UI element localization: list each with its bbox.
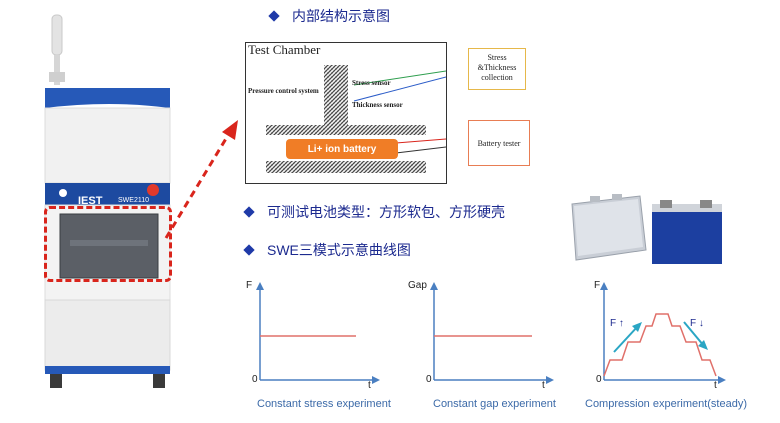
diamond-bullet-icon (243, 206, 255, 218)
graph-constant-stress: F 0 t (244, 280, 384, 391)
heading-internal-structure: 内部结构示意图 (268, 6, 390, 26)
press-plate (266, 125, 426, 135)
model-label: SWE2110 (118, 197, 149, 204)
collection-box: Stress &Thickness collection (468, 48, 526, 90)
graph3-xlabel: t (714, 380, 717, 391)
graph2-xlabel: t (542, 380, 545, 391)
caption-constant-stress: Constant stress experiment (257, 398, 391, 410)
graph1-xlabel: t (368, 380, 371, 391)
chamber-schematic: Test Chamber Pressure control system Str… (245, 42, 447, 184)
caption-compression: Compression experiment(steady) (585, 398, 748, 410)
heading-three-modes: SWE三模式示意曲线图 (243, 240, 411, 260)
heading-text: 可测试电池类型：方形软包、方形硬壳 (267, 204, 505, 220)
diamond-bullet-icon (268, 10, 280, 22)
graph2-origin: 0 (426, 374, 432, 385)
caption-constant-gap: Constant gap experiment (433, 398, 556, 410)
force-up-label: F ↑ (610, 318, 624, 329)
heading-text: 内部结构示意图 (292, 8, 390, 24)
thickness-sensor-label: Thickness sensor (352, 101, 403, 109)
brand-logo: IEST (78, 195, 103, 207)
press-rod (324, 65, 348, 125)
pressure-label: Pressure control system (248, 87, 319, 95)
pointer-arrow (164, 120, 238, 239)
base-plate (266, 161, 426, 173)
prismatic-cell-image (650, 198, 726, 266)
diamond-bullet-icon (243, 244, 255, 256)
pouch-cell-image (568, 192, 648, 264)
stress-sensor-label: Stress sensor (352, 79, 391, 87)
graph2-ylabel: Gap (408, 280, 427, 291)
graph1-ylabel: F (246, 280, 253, 291)
heading-battery-types: 可测试电池类型：方形软包、方形硬壳 (243, 202, 505, 222)
graph3-origin: 0 (596, 374, 602, 385)
graph-constant-gap: Gap 0 t (408, 280, 558, 391)
chamber-title: Test Chamber (248, 42, 321, 57)
compression-curve (603, 313, 717, 377)
force-down-label: F ↓ (690, 318, 704, 329)
window-highlight (44, 206, 172, 282)
swe-instrument: IEST SWE2110 (30, 10, 190, 395)
battery-tester-box: Battery tester (468, 120, 530, 166)
decrease-arrow (683, 321, 705, 347)
increase-arrow (613, 325, 639, 353)
graph-compression: F 0 t F ↑ F ↓ (592, 280, 732, 391)
graph3-ylabel: F (594, 280, 601, 291)
graph1-origin: 0 (252, 374, 258, 385)
heading-text: SWE三模式示意曲线图 (267, 242, 411, 258)
battery-cell: Li+ ion battery (286, 139, 398, 159)
